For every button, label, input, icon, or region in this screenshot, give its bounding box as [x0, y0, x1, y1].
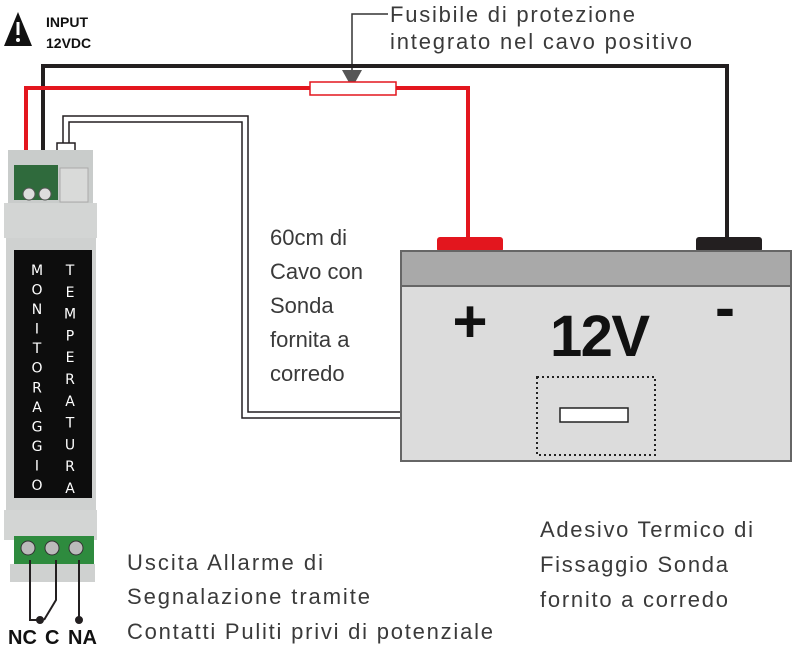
- probe-cable: [62, 115, 562, 419]
- device-label-letter: U: [65, 437, 75, 453]
- device-label-letter: O: [31, 283, 42, 299]
- output-label: Uscita Allarme di Segnalazione tramite C…: [127, 550, 493, 644]
- voltage-label: 12VDC: [46, 35, 91, 51]
- black-wire: [41, 64, 729, 240]
- cable-label-line: Sonda: [270, 293, 334, 318]
- device-label-letter: T: [32, 341, 42, 357]
- cable-label-line: corredo: [270, 361, 345, 386]
- fuse-pointer-arrow: [342, 13, 388, 88]
- device-label-letter: R: [32, 380, 42, 396]
- terminal-na: NA: [68, 627, 97, 648]
- label-panel: [14, 250, 92, 498]
- device-label-letter: P: [66, 328, 74, 344]
- positive-terminal: [437, 237, 503, 252]
- adhesive-label: Adesivo Termico di Fissaggio Sonda forni…: [540, 517, 753, 612]
- fuse-label-line2: integrato nel cavo positivo: [390, 29, 692, 54]
- device-label-letter: R: [65, 459, 75, 475]
- negative-terminal: [696, 237, 762, 252]
- cable-label: 60cm di Cavo con Sonda fornita a corredo: [270, 225, 363, 386]
- output-label-line: Segnalazione tramite: [127, 584, 370, 609]
- device-label-letter: A: [65, 481, 75, 497]
- device-label-letter: O: [31, 361, 42, 377]
- device-label-letter: E: [66, 350, 75, 366]
- battery: [400, 237, 792, 462]
- fuse: [309, 81, 397, 96]
- device-label-letter: I: [35, 458, 39, 474]
- adhesive-label-line: Fissaggio Sonda: [540, 552, 729, 577]
- device-label-letter: O: [31, 478, 42, 494]
- relay-contact-wires: [29, 560, 83, 624]
- din-rail-device: [4, 150, 97, 582]
- input-label: INPUT: [46, 14, 88, 30]
- device-label-letter: N: [32, 302, 42, 318]
- temperature-probe: [559, 407, 629, 423]
- minus-sign: -: [715, 274, 735, 341]
- red-wire: [24, 86, 470, 240]
- device-label-letter: T: [65, 263, 75, 279]
- adhesive-label-line: Adesivo Termico di: [540, 517, 753, 542]
- device-label-letter: G: [32, 419, 43, 435]
- warning-icon: [4, 12, 32, 46]
- device-label-letter: A: [32, 400, 42, 416]
- output-label-line: Uscita Allarme di: [127, 550, 323, 575]
- terminal-c: C: [45, 627, 59, 648]
- device-label-letter: E: [66, 285, 75, 301]
- fuse-label-line1: Fusibile di protezione: [390, 2, 635, 27]
- cable-label-line: 60cm di: [270, 225, 347, 250]
- device-label-letter: M: [64, 307, 76, 323]
- cable-label-line: Cavo con: [270, 259, 363, 284]
- device-label-letter: M: [31, 263, 43, 279]
- adhesive-label-line: fornito a corredo: [540, 587, 728, 612]
- cable-label-line: fornita a: [270, 327, 350, 352]
- device-label-letter: A: [65, 394, 75, 410]
- device-label-letter: R: [65, 372, 75, 388]
- battery-voltage: 12V: [550, 304, 650, 369]
- terminal-nc: NC: [8, 627, 37, 648]
- device-label-letter: I: [35, 322, 39, 338]
- device-label-letter: G: [32, 439, 43, 455]
- device-label-letter: T: [65, 416, 75, 432]
- plus-sign: +: [452, 288, 487, 355]
- adhesive-area: [536, 376, 656, 456]
- output-label-line: Contatti Puliti privi di potenziale: [127, 619, 493, 644]
